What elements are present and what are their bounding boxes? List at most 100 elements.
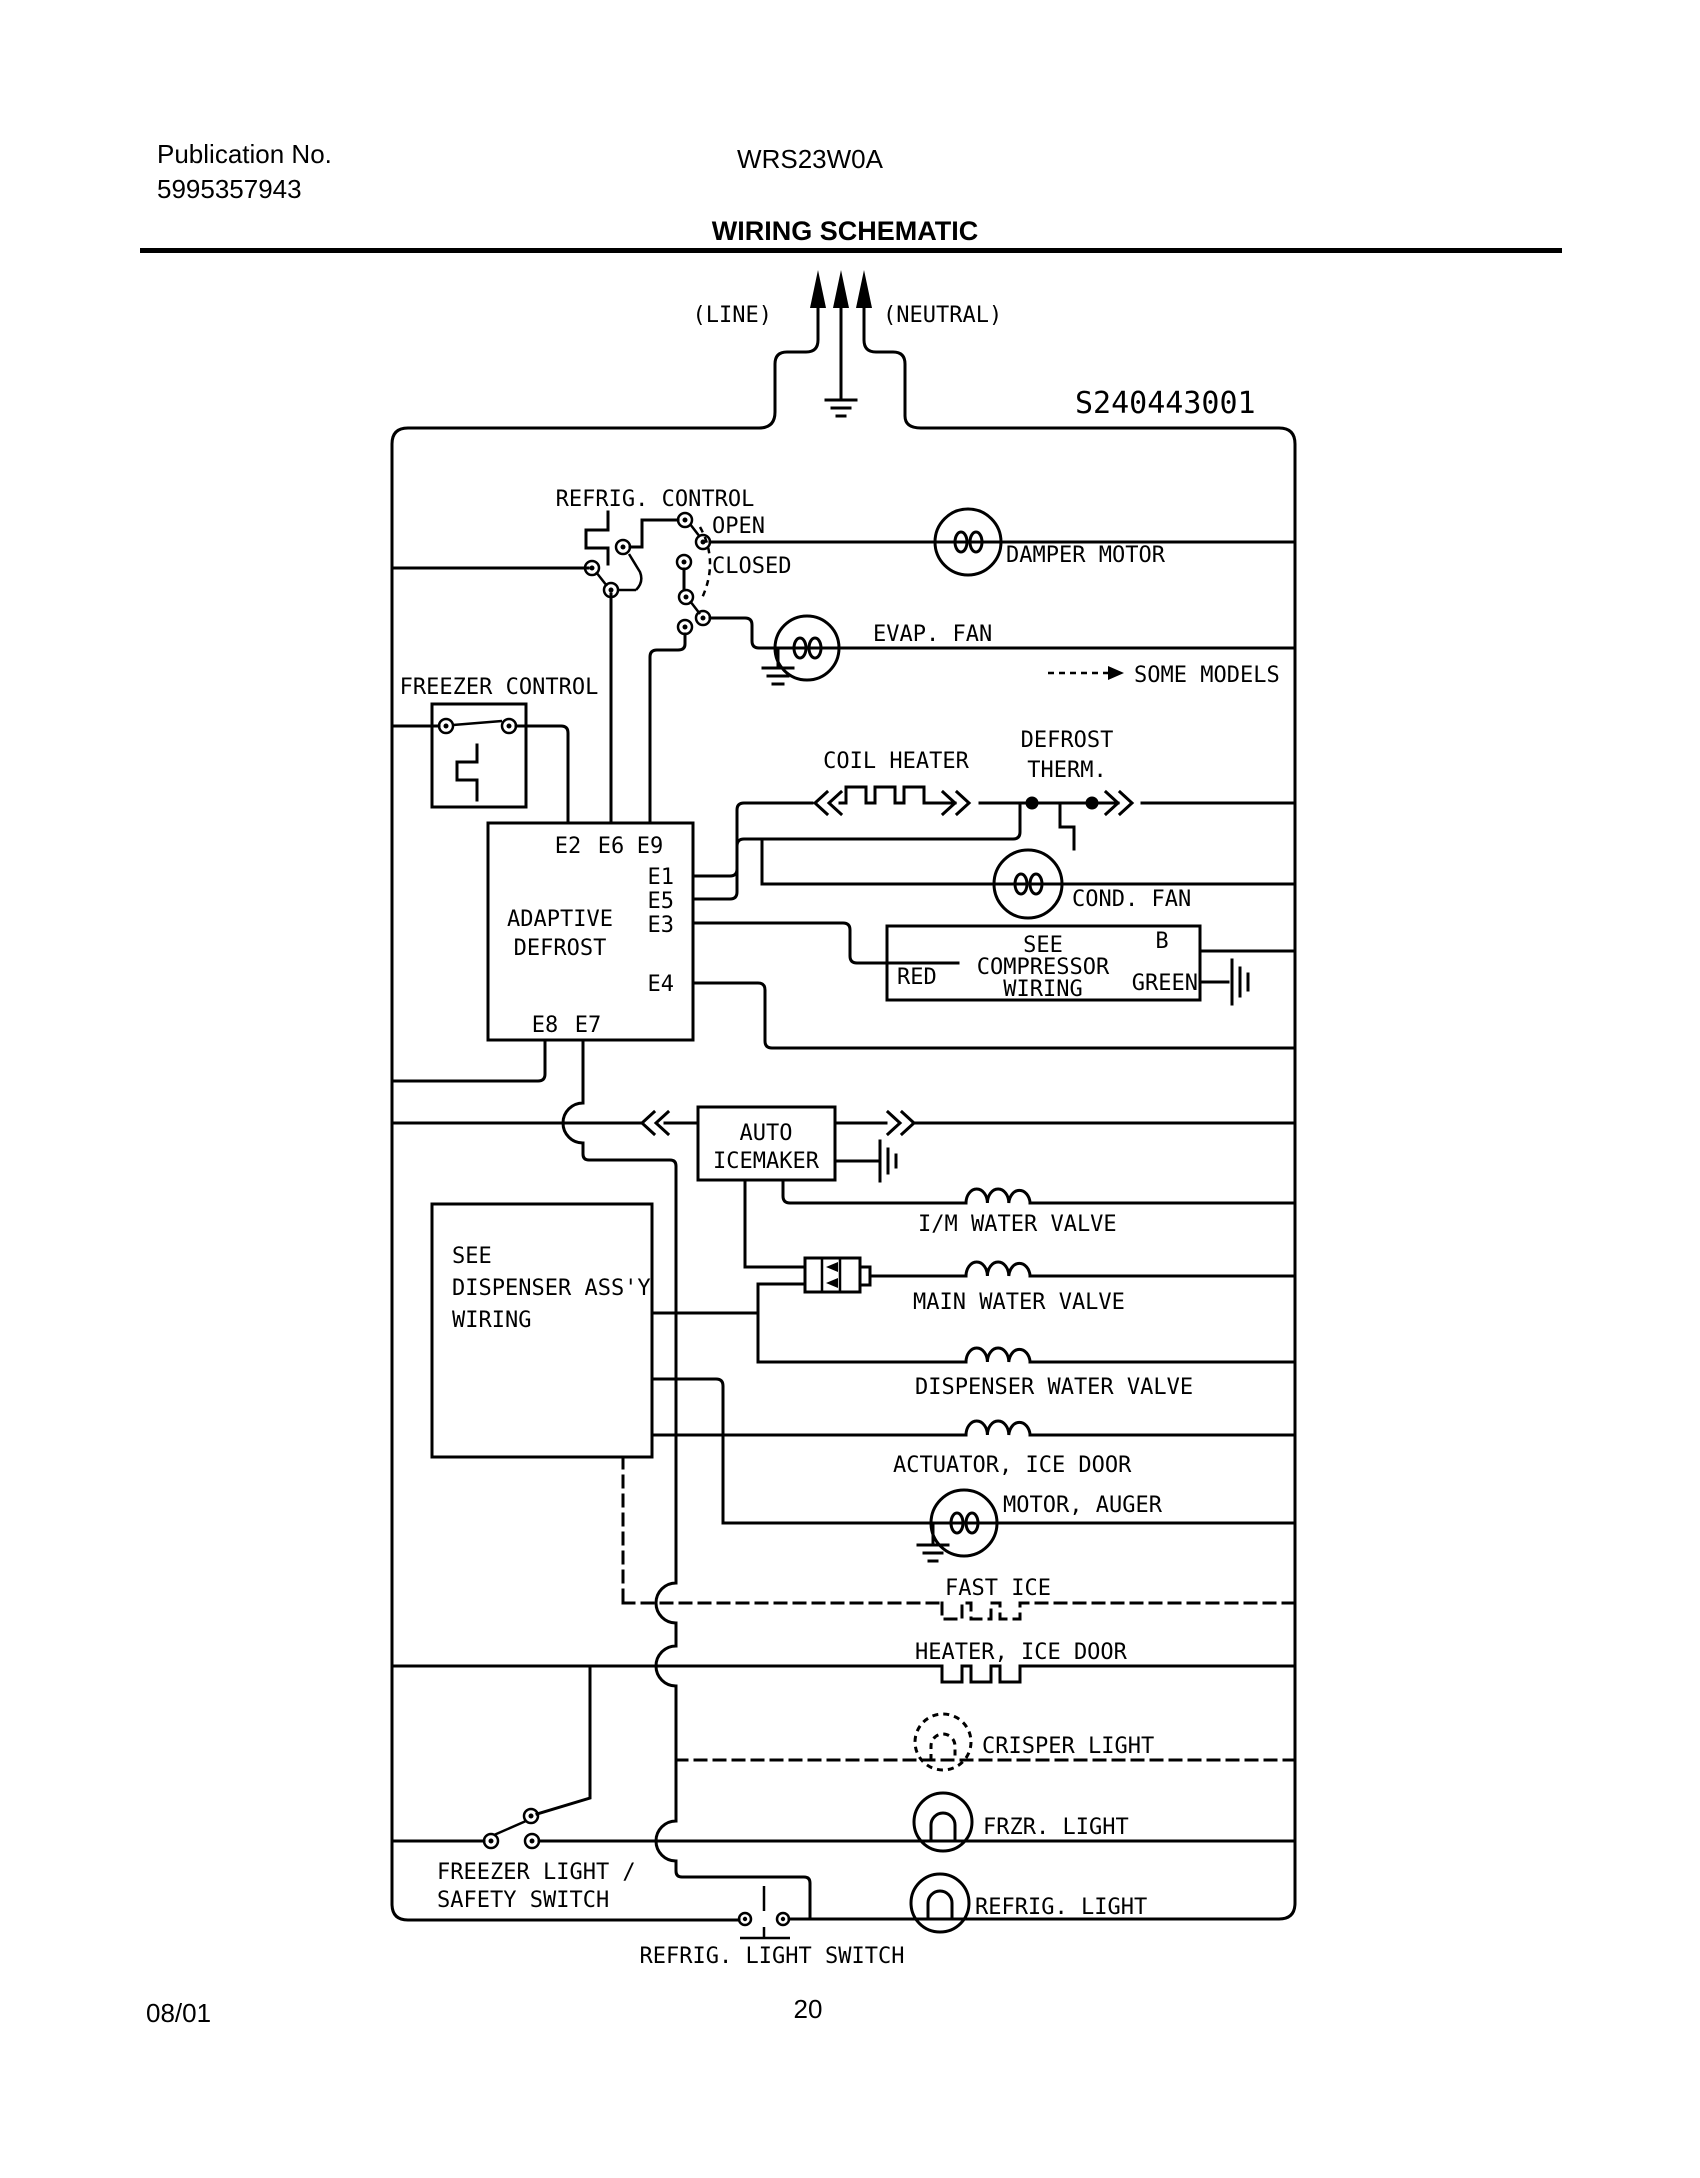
connector-icon (812, 789, 844, 817)
cond-fan-label: COND. FAN (1072, 887, 1191, 912)
freezer-control-label: FREEZER CONTROL (400, 675, 599, 700)
schematic-labels: REFRIG. CONTROL OPEN CLOSED DAMPER MOTOR… (400, 487, 1280, 1969)
green-label: GREEN (1132, 971, 1198, 996)
part-number: S240443001 (1075, 386, 1256, 421)
compressor-box (885, 924, 1202, 1002)
crisper-light-symbol (913, 1712, 973, 1772)
compressor-label-3: WIRING (1003, 977, 1082, 1002)
some-models-label: SOME MODELS (1134, 663, 1280, 688)
freezer-control-box (430, 702, 528, 809)
im-valve-coil (964, 1187, 1032, 1204)
auger-motor-symbol (929, 1488, 999, 1558)
header-rule (140, 248, 1562, 253)
boxes (430, 702, 1202, 1459)
frzr-light-symbol (912, 1791, 974, 1853)
pin-e3: E3 (648, 913, 675, 938)
connector-icon (639, 1109, 671, 1137)
refrig-light-switch-terminals (737, 1911, 791, 1927)
evap-fan-label: EVAP. FAN (873, 622, 992, 647)
footer-date: 08/01 (146, 1998, 211, 2028)
valve-connector (803, 1256, 872, 1294)
connector-icon (940, 789, 972, 817)
page-header: Publication No. 5995357943 WRS23W0A WIRI… (140, 139, 1562, 253)
cond-fan-symbol (992, 848, 1064, 920)
connector-icon (1103, 789, 1135, 817)
pin-e4: E4 (648, 972, 675, 997)
line-label: (LINE) (693, 303, 772, 328)
evap-fan-symbol (773, 614, 841, 682)
heater-ice-door-label: HEATER, ICE DOOR (915, 1640, 1128, 1665)
pin-e1: E1 (648, 865, 675, 890)
refrig-control-label: REFRIG. CONTROL (556, 487, 755, 512)
coil-heater-label: COIL HEATER (823, 749, 969, 774)
refrig-light-switch-label: REFRIG. LIGHT SWITCH (640, 1944, 905, 1969)
pin-e6: E6 (598, 834, 625, 859)
motor-auger-label: MOTOR, AUGER (1003, 1493, 1163, 1518)
page-footer: 08/01 20 (146, 1994, 822, 2028)
ground-arrow-icon (833, 270, 849, 308)
pin-e5: E5 (648, 889, 675, 914)
defrost-therm-icon (1058, 803, 1076, 851)
closed-label: CLOSED (712, 554, 791, 579)
neutral-arrow-icon (856, 270, 872, 308)
fast-ice-label: FAST ICE (945, 1576, 1051, 1601)
footer-page-number: 20 (794, 1994, 823, 2024)
dispenser-water-valve-label: DISPENSER WATER VALVE (915, 1375, 1193, 1400)
icemaker-label-1: AUTO (740, 1121, 793, 1146)
pin-e2: E2 (555, 834, 582, 859)
line-arrow-icon (810, 270, 826, 308)
publication-number: 5995357943 (157, 174, 302, 204)
damper-motor-symbol (933, 507, 1003, 577)
main-valve-coil (964, 1260, 1032, 1277)
freezer-control-terminals (437, 717, 518, 802)
freezer-switch-label-1: FREEZER LIGHT / (437, 1860, 636, 1885)
open-label: OPEN (712, 514, 765, 539)
defrost-therm-label-2: THERM. (1027, 758, 1106, 783)
terminals (437, 511, 791, 1927)
earth-ground-icon (916, 1523, 950, 1563)
im-water-valve-label: I/M WATER VALVE (918, 1212, 1117, 1237)
dispenser-label-3: WIRING (452, 1308, 531, 1333)
dispenser-box (430, 1202, 654, 1459)
adaptive-label-2: DEFROST (514, 936, 607, 961)
connector-icon (885, 1109, 917, 1137)
icemaker-label-2: ICEMAKER (713, 1149, 820, 1174)
adaptive-defrost-box (486, 821, 695, 1042)
crisper-light-label: CRISPER LIGHT (982, 1734, 1154, 1759)
chassis-ground-icon (878, 1139, 898, 1183)
dispenser-valve-coil (964, 1346, 1032, 1363)
pin-e8: E8 (532, 1013, 559, 1038)
damper-motor-label: DAMPER MOTOR (1006, 543, 1166, 568)
refrig-light-switch-plunger (740, 1886, 790, 1940)
red-label: RED (897, 965, 937, 990)
pin-e7: E7 (575, 1013, 602, 1038)
refrig-light-symbol (909, 1872, 971, 1934)
refrig-control-terminals (583, 511, 712, 636)
actuator-coil (964, 1419, 1032, 1436)
freezer-switch-label-2: SAFETY SWITCH (437, 1888, 609, 1913)
wiring (390, 306, 1297, 1940)
neutral-label: (NEUTRAL) (883, 303, 1002, 328)
page-title: WIRING SCHEMATIC (712, 216, 978, 246)
dispenser-label-2: DISPENSER ASS'Y (452, 1276, 651, 1301)
earth-ground-icon (761, 648, 795, 686)
dispenser-label-1: SEE (452, 1244, 492, 1269)
main-water-valve-label: MAIN WATER VALVE (913, 1290, 1125, 1315)
components (761, 507, 1064, 1934)
power-supply: (LINE) (NEUTRAL) S240443001 (693, 270, 1256, 421)
connectors (639, 789, 1135, 1137)
earth-ground-icon (824, 398, 858, 418)
b-label: B (1155, 929, 1168, 954)
compressor-label-2: COMPRESSOR (977, 955, 1110, 980)
refrig-light-label: REFRIG. LIGHT (975, 1895, 1147, 1920)
chassis-ground-icon (1230, 958, 1250, 1006)
actuator-ice-door-label: ACTUATOR, ICE DOOR (893, 1453, 1132, 1478)
legend-arrow-icon (1108, 666, 1124, 680)
auto-icemaker-box (696, 1105, 837, 1182)
safety-switch-terminals (482, 1807, 541, 1850)
model-number: WRS23W0A (737, 144, 884, 174)
publication-label: Publication No. (157, 139, 332, 169)
frzr-light-label: FRZR. LIGHT (983, 1815, 1129, 1840)
